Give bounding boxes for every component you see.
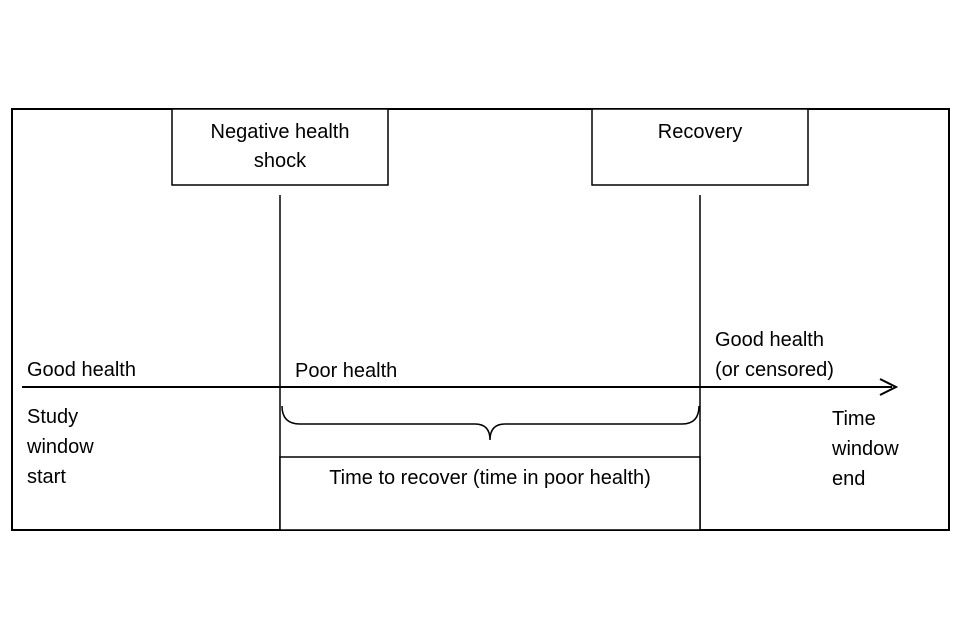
negative-health-shock-box [171, 108, 389, 186]
recovery-label: Recovery [592, 118, 808, 147]
time-to-recover-box [279, 456, 701, 531]
negative-health-shock-line2: shock [253, 150, 307, 172]
study-window-start-line3: start [27, 466, 66, 488]
duration-brace [281, 405, 700, 441]
good-health-end-line2: (or censored) [715, 359, 834, 381]
recovery-text: Recovery [657, 121, 743, 143]
time-to-recover-text: Time to recover (time in poor health) [329, 467, 651, 489]
time-window-end-label: Time window end [832, 404, 899, 494]
time-window-end-line3: end [832, 468, 866, 490]
good-health-start-label: Good health [27, 359, 136, 381]
good-health-end-label: Good health (or censored) [715, 325, 834, 385]
time-axis-arrowhead [879, 378, 899, 396]
good-health-end-line1: Good health [715, 329, 824, 351]
recovery-box [591, 108, 809, 186]
negative-health-shock-line1: Negative health [210, 121, 350, 143]
study-window-start-line1: Study [27, 406, 79, 428]
time-to-recover-label: Time to recover (time in poor health) [280, 464, 700, 493]
time-window-end-line2: window [832, 438, 899, 460]
study-window-start-label: Study window start [27, 402, 94, 492]
poor-health-label: Poor health [295, 360, 398, 382]
negative-health-shock-label: Negative health shock [172, 118, 388, 176]
study-window-start-line2: window [27, 436, 94, 458]
time-window-end-line1: Time [832, 408, 876, 430]
